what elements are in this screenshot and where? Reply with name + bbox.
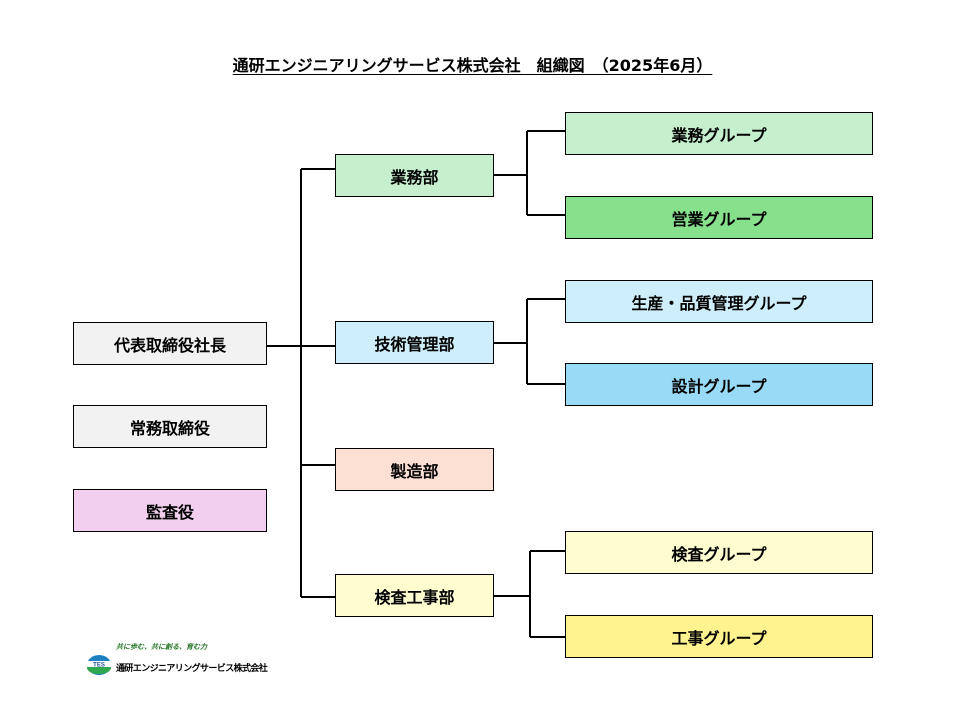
box-dept-kensa: 検査工事部 [335,574,494,617]
box-dept-gijutsu: 技術管理部 [335,321,494,364]
tes-logo-icon: TES [86,655,112,675]
page-title: 通研エンジニアリングサービス株式会社 組織図 （2025年6月） [232,56,713,75]
box-group-kensa: 検査グループ [565,531,873,574]
company-logo: 共に歩む、共に創る、育む力 TES 通研エンジニアリングサービス株式会社 [80,642,268,682]
box-group-eigyo: 営業グループ [565,196,873,239]
box-dept-seizo: 製造部 [335,448,494,491]
logo-mark-text: TES [93,662,105,668]
box-group-sekkei: 設計グループ [565,363,873,406]
box-group-koji: 工事グループ [565,615,873,658]
box-president: 代表取締役社長 [73,322,267,365]
box-dept-gyomu: 業務部 [335,154,494,197]
logo-slogan: 共に歩む、共に創る、育む力 [116,643,207,651]
box-group-seisan: 生産・品質管理グループ [565,280,873,323]
logo-company-name: 通研エンジニアリングサービス株式会社 [116,664,268,674]
box-auditor: 監査役 [73,489,267,532]
box-managing-director: 常務取締役 [73,405,267,448]
box-group-gyomu: 業務グループ [565,112,873,155]
